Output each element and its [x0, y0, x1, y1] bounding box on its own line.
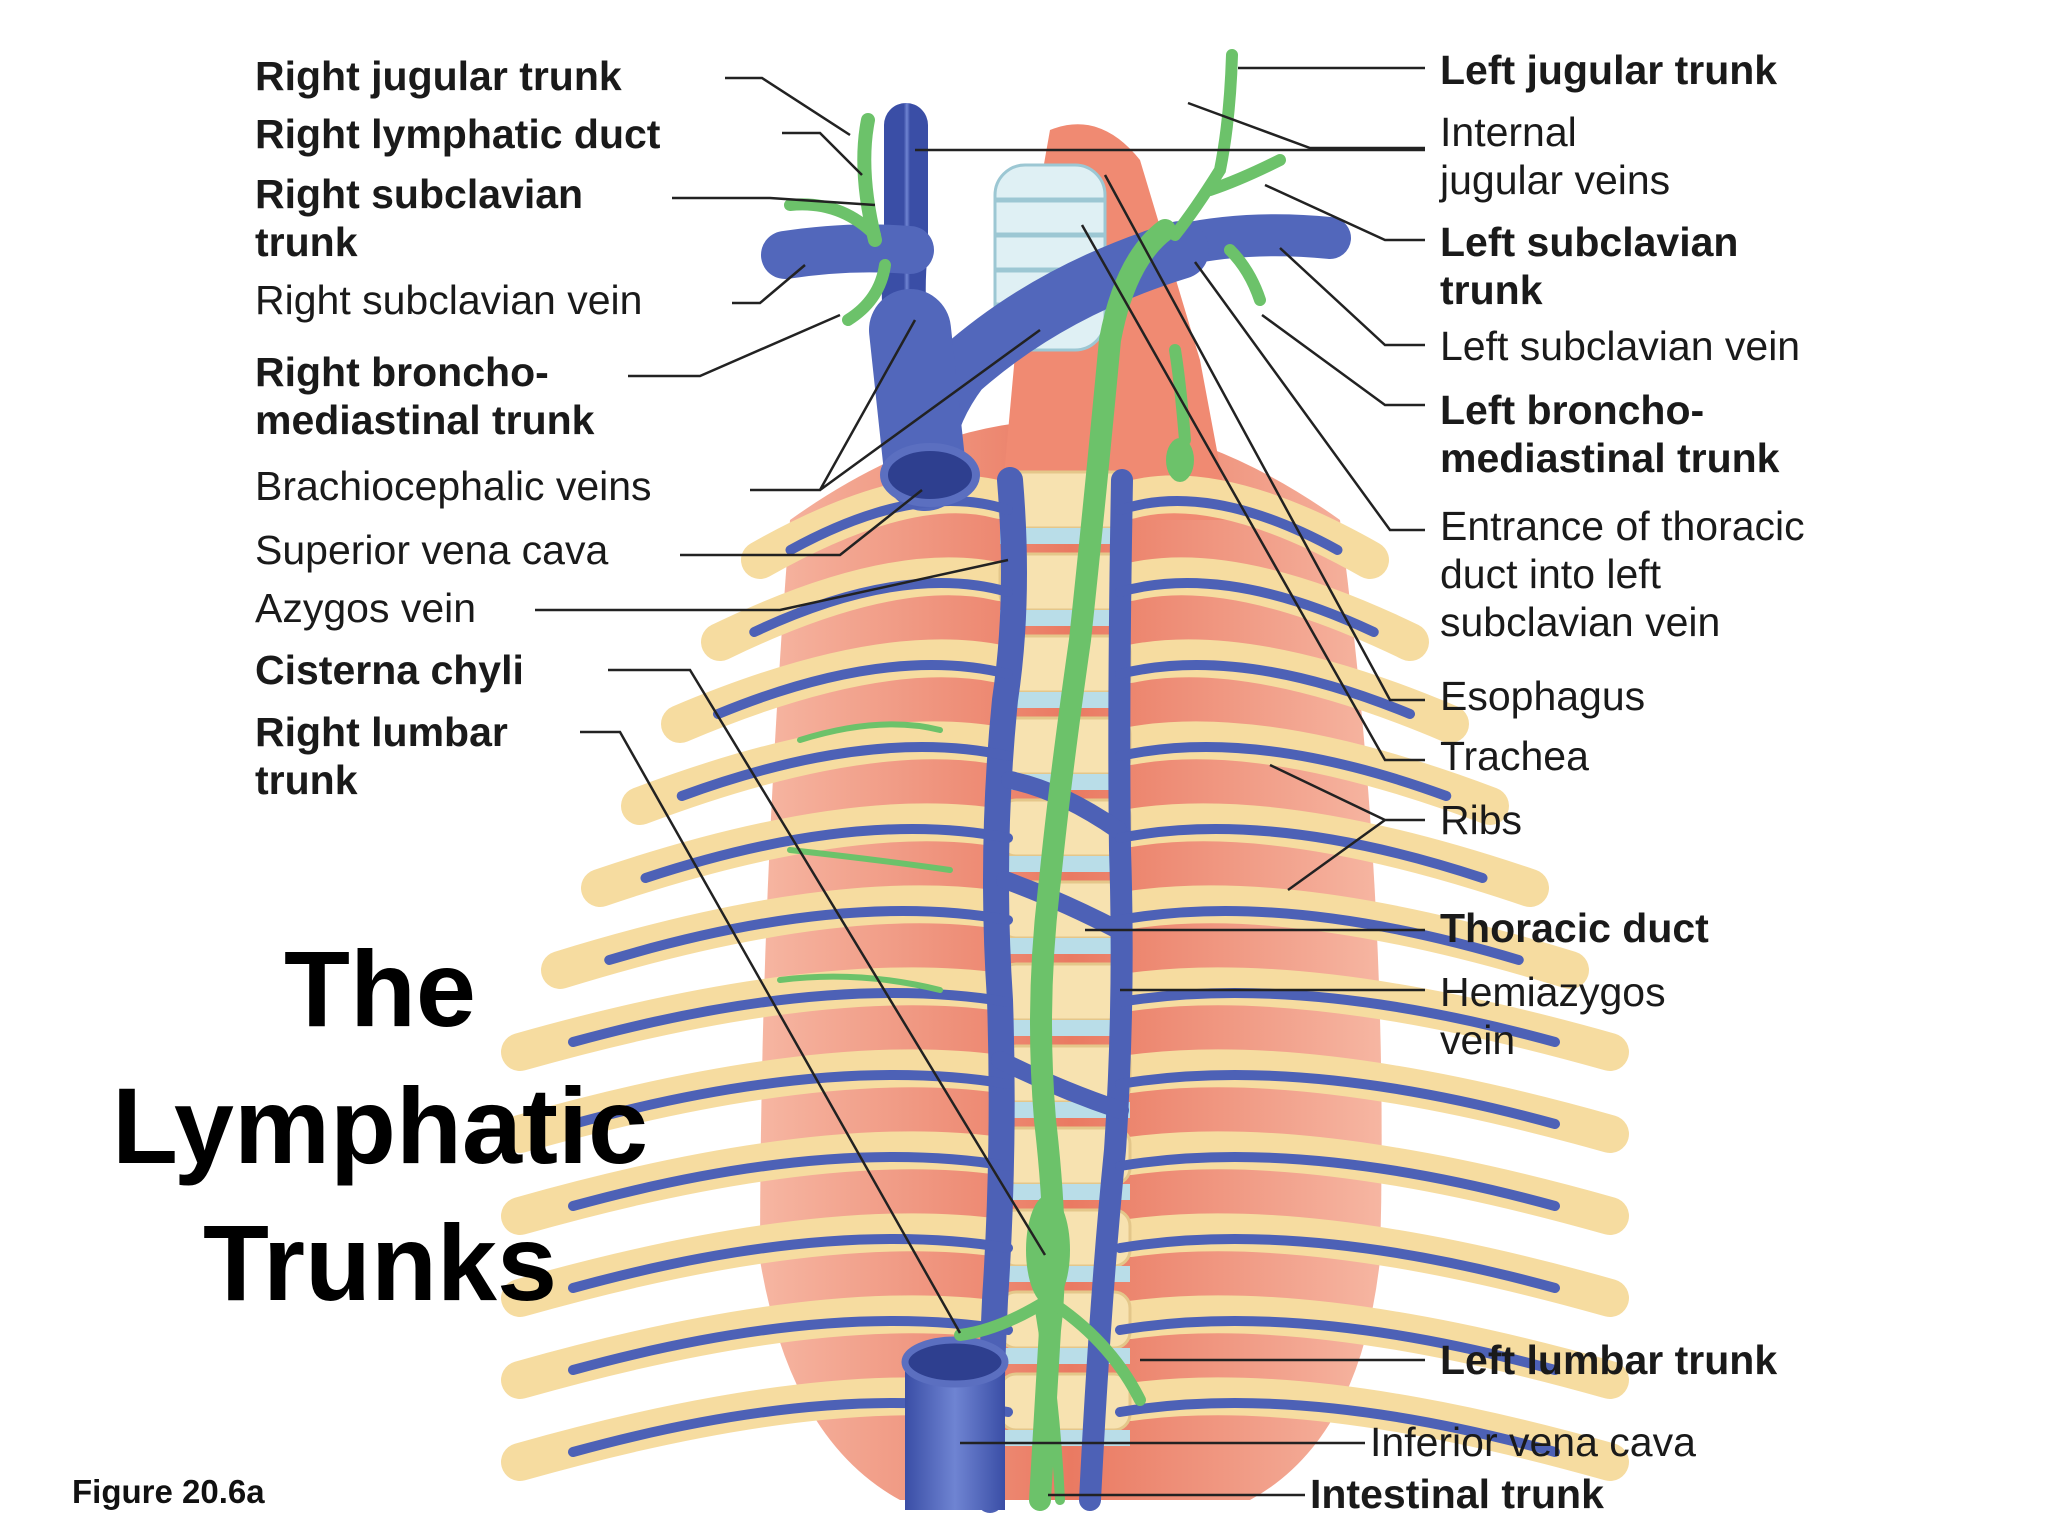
intervertebral-disc [1000, 938, 1130, 954]
intercostal-vein [568, 1316, 1013, 1375]
rib [1111, 557, 1429, 661]
intercostal-vein [1115, 1398, 1560, 1457]
label-superior-vena-cava: Superior vena cava [255, 527, 609, 573]
label-left-lumbar-trunk: Left lumbar trunk [1440, 1337, 1778, 1383]
title-line-1: The [283, 928, 476, 1049]
label-left-jugular-trunk: Left jugular trunk [1440, 47, 1778, 93]
superior-vena-cava-opening [880, 443, 980, 507]
intercostal-vein [1115, 988, 1560, 1047]
label-hemiazygos-vein-line2: vein [1440, 1017, 1516, 1063]
intercostal-vein [604, 906, 1013, 965]
label-entrance-of-thoracic-duct-line3: subclavian vein [1440, 599, 1721, 645]
label-left-bronchomediastinal-trunk-line2: mediastinal trunk [1440, 435, 1780, 481]
label-internal-jugular-veins-line2: jugular veins [1440, 157, 1671, 203]
title-line-3: Trunks [202, 1202, 558, 1323]
label-right-lumbar-trunk: Right lumbar [255, 709, 508, 755]
intercostal-vein [568, 1234, 1013, 1293]
label-right-subclavian-vein: Right subclavian vein [255, 277, 643, 323]
title-line-2: Lymphatic [111, 1065, 649, 1186]
intercostal-vein [568, 1070, 1013, 1129]
label-ribs: Ribs [1440, 797, 1523, 843]
label-entrance-of-thoracic-duct: Entrance of thoracic [1440, 503, 1805, 549]
intervertebral-disc [1000, 856, 1130, 872]
label-cisterna-chyli: Cisterna chyli [255, 647, 524, 693]
label-right-bronchomediastinal-trunk: Right broncho- [255, 349, 549, 395]
intercostal-vein [640, 824, 1013, 883]
intercostal-vein [1115, 1234, 1560, 1293]
label-right-lumbar-trunk-line2: trunk [255, 757, 358, 803]
rib [1111, 639, 1469, 743]
intercostal-vein [676, 742, 1013, 801]
intercostal-vein [749, 578, 1013, 637]
intercostal-vein [1115, 496, 1343, 555]
intercostal-vein [1115, 1070, 1560, 1129]
intercostal-vein [1115, 742, 1452, 801]
label-thoracic-duct: Thoracic duct [1440, 905, 1709, 951]
label-inferior-vena-cava: Inferior vena cava [1370, 1419, 1696, 1465]
intervertebral-disc [1000, 1184, 1130, 1200]
label-left-subclavian-trunk-line2: trunk [1440, 267, 1543, 313]
label-hemiazygos-vein: Hemiazygos [1440, 969, 1666, 1015]
label-right-lymphatic-duct: Right lymphatic duct [255, 111, 661, 157]
intercostal-vein [1115, 1316, 1560, 1375]
intercostal-vein [568, 988, 1013, 1047]
intercostal-vein [1115, 660, 1415, 719]
intercostal-vein [1115, 578, 1379, 637]
intercostal-veins [568, 496, 1560, 1457]
slide-title: The Lymphatic Trunks [60, 920, 700, 1331]
rib [1111, 475, 1389, 579]
label-trachea: Trachea [1440, 733, 1589, 779]
figure-caption: Figure 20.6a [72, 1473, 265, 1510]
intercostal-vein [713, 660, 1013, 719]
label-right-subclavian-trunk: Right subclavian [255, 171, 584, 217]
label-esophagus: Esophagus [1440, 673, 1646, 719]
label-intestinal-trunk: Intestinal trunk [1310, 1471, 1604, 1517]
leader-lines [535, 66, 1425, 1497]
label-left-subclavian-vein: Left subclavian vein [1440, 323, 1801, 369]
vertebra [998, 1372, 1132, 1432]
intercostal-vein [1115, 906, 1524, 965]
label-azygos-vein: Azygos vein [255, 585, 477, 631]
label-brachiocephalic-veins: Brachiocephalic veins [255, 463, 652, 509]
label-right-bronchomediastinal-trunk-line2: mediastinal trunk [255, 397, 595, 443]
label-right-subclavian-trunk-line2: trunk [255, 219, 358, 265]
rib [701, 557, 1019, 661]
lymphatic-vessels [777, 49, 1286, 1511]
intercostal-vein [1115, 1152, 1560, 1211]
label-entrance-of-thoracic-duct-line2: duct into left [1440, 551, 1662, 597]
intercostal-vein [568, 1152, 1013, 1211]
intercostal-vein [785, 496, 1013, 555]
rib [741, 475, 1019, 579]
label-left-subclavian-trunk: Left subclavian [1440, 219, 1739, 265]
intervertebral-disc [1000, 610, 1130, 626]
intercostal-vein [1115, 824, 1488, 883]
label-left-bronchomediastinal-trunk: Left broncho- [1440, 387, 1705, 433]
inferior-vena-cava-opening [901, 1336, 1009, 1388]
label-right-jugular-trunk: Right jugular trunk [255, 53, 622, 99]
label-internal-jugular-veins: Internal [1440, 109, 1577, 155]
